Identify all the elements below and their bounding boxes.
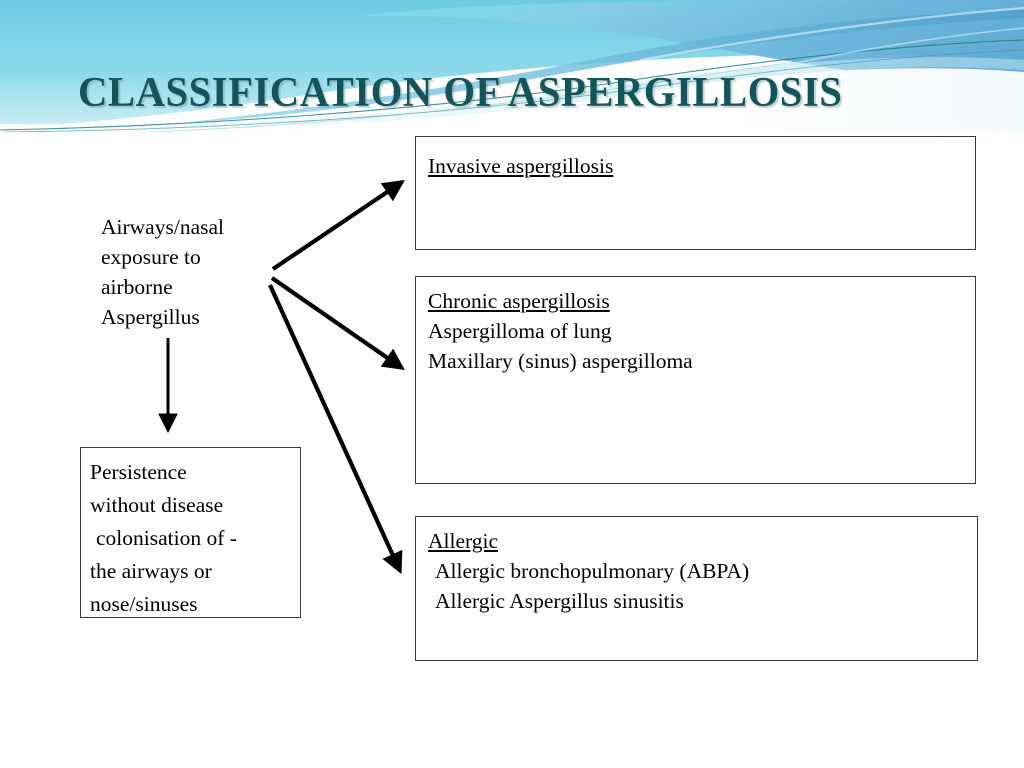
source-line-1: Airways/nasal <box>101 215 224 239</box>
box-allergic-aspergillosis: Allergic Allergic bronchopulmonary (ABPA… <box>415 516 978 661</box>
box-chronic-item-2: Maxillary (sinus) aspergilloma <box>428 349 693 373</box>
source-line-4: Aspergillus <box>101 305 200 329</box>
box-chronic-headline: Chronic aspergillosis <box>428 289 610 313</box>
box-chronic-item-1: Aspergilloma of lung <box>428 319 612 343</box>
box-invasive-headline: Invasive aspergillosis <box>428 154 614 178</box>
box-allergic-item-2: Allergic Aspergillus sinusitis <box>435 589 684 613</box>
box-allergic-item-1: Allergic bronchopulmonary (ABPA) <box>435 559 750 583</box>
source-line-3: airborne <box>101 275 173 299</box>
box-persistence-line-5: nose/sinuses <box>90 592 198 616</box>
box-persistence-colonisation: Persistence without disease colonisation… <box>80 447 301 618</box>
box-invasive-aspergillosis: Invasive aspergillosis <box>415 136 976 250</box>
box-persistence-line-1: Persistence <box>90 460 187 484</box>
box-chronic-aspergillosis: Chronic aspergillosis Aspergilloma of lu… <box>415 276 976 484</box>
page-title: CLASSIFICATION OF ASPERGILLOSIS <box>78 70 843 116</box>
box-persistence-line-2: without disease <box>90 493 224 517</box>
box-allergic-headline: Allergic <box>428 529 499 553</box>
box-persistence-line-3: colonisation of - <box>96 526 237 550</box>
box-persistence-line-4: the airways or <box>90 559 212 583</box>
source-text-block: Airways/nasal exposure to airborne Asper… <box>101 212 301 332</box>
source-line-2: exposure to <box>101 245 201 269</box>
